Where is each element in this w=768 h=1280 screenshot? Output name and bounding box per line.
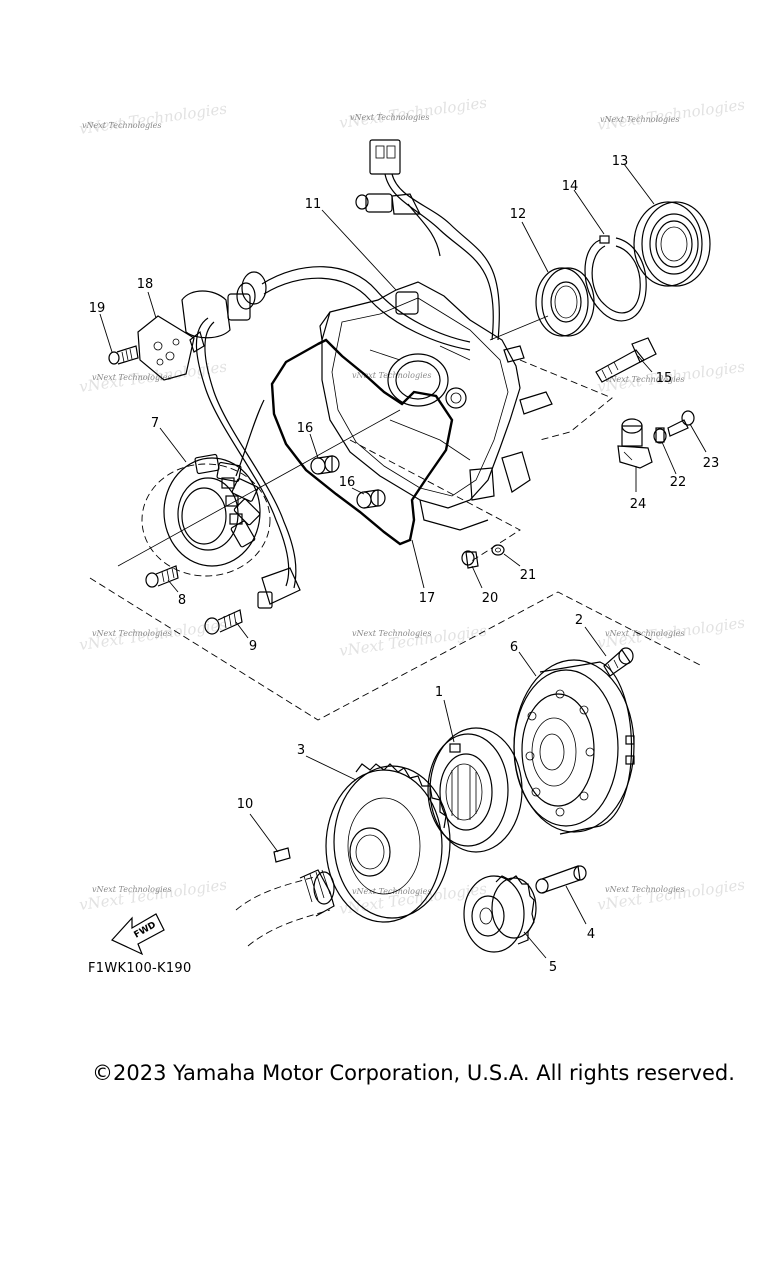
stator-group-outline — [89, 577, 701, 721]
watermark: vNext Technologies — [600, 115, 679, 124]
watermark: vNext Technologies — [92, 373, 171, 382]
woodruff-key — [273, 847, 291, 863]
watermark: vNext Technologies — [350, 113, 429, 122]
bearing — [633, 201, 711, 287]
watermark: vNext Technologies — [352, 371, 431, 380]
watermark: vNext Technologies — [605, 629, 684, 638]
watermark: vNext Technologies — [605, 375, 684, 384]
dowel-pin — [310, 455, 340, 475]
cover-gasket — [270, 338, 454, 546]
callout-13: 13 — [612, 154, 629, 169]
callout-5: 5 — [549, 960, 557, 975]
harness-connector — [369, 139, 401, 175]
shaft-pin — [535, 865, 587, 894]
grommet — [653, 427, 667, 444]
callout-11: 11 — [305, 197, 322, 212]
callout-16b: 16 — [339, 475, 356, 490]
oil-seal — [535, 267, 595, 337]
diagram-reference-code: F1WK100-K190 — [88, 961, 192, 976]
watermark: vNext Technologies — [352, 629, 431, 638]
bolt — [595, 337, 657, 383]
washer — [491, 544, 505, 556]
callout-15: 15 — [656, 371, 673, 386]
screw — [667, 410, 695, 437]
callout-19: 19 — [89, 301, 106, 316]
stator — [141, 453, 271, 577]
leader-lines — [99, 163, 707, 959]
watermark: vNext Technologies — [92, 629, 171, 638]
callout-23: 23 — [703, 456, 720, 471]
callout-1: 1 — [435, 685, 443, 700]
callout-21: 21 — [520, 568, 537, 583]
wire-harness — [181, 139, 500, 609]
bolt — [603, 647, 634, 677]
callout-7: 7 — [151, 416, 159, 431]
watermark: vNext Technologies — [92, 885, 171, 894]
bolt — [145, 565, 179, 588]
bolt — [461, 550, 479, 569]
idle-gear — [463, 875, 537, 953]
watermark: vNext Technologies — [82, 121, 161, 130]
callout-16a: 16 — [297, 421, 314, 436]
copyright-notice: ©2023 Yamaha Motor Corporation, U.S.A. A… — [92, 1061, 735, 1085]
callout-17: 17 — [419, 591, 436, 606]
watermark: vNext Technologies — [352, 887, 431, 896]
fwd-arrow-icon: FWD — [111, 913, 165, 956]
callout-22: 22 — [670, 475, 687, 490]
bolt-15-group-outline — [519, 359, 613, 441]
circlip — [584, 235, 647, 322]
callout-9: 9 — [249, 639, 257, 654]
callout-4: 4 — [587, 927, 595, 942]
watermark-ghost: vNext Technologies — [596, 875, 746, 914]
starter-wheel-gear — [325, 763, 451, 923]
cover-bolt-group-outline — [349, 439, 521, 563]
screw — [108, 345, 139, 365]
callout-10: 10 — [237, 797, 254, 812]
watermark-ghost: vNext Technologies — [78, 99, 228, 138]
starter-clutch — [427, 727, 523, 853]
callout-14: 14 — [562, 179, 579, 194]
pickup-plate — [137, 315, 205, 381]
crankshaft-end — [235, 869, 335, 947]
callout-2: 2 — [575, 613, 583, 628]
callout-6: 6 — [510, 640, 518, 655]
crankcase-cover — [319, 281, 553, 531]
callout-12: 12 — [510, 207, 527, 222]
callout-3: 3 — [297, 743, 305, 758]
callout-20: 20 — [482, 591, 499, 606]
callout-8: 8 — [178, 593, 186, 608]
bolt — [204, 609, 243, 635]
callout-labels: 1 2 3 4 5 6 7 8 9 10 11 12 13 14 15 16 1… — [89, 154, 720, 975]
watermark-ghost: vNext Technologies — [338, 621, 488, 660]
watermark: vNext Technologies — [605, 885, 684, 894]
rotor — [513, 659, 635, 835]
callout-24: 24 — [630, 497, 647, 512]
watermark-ghost: vNext Technologies — [78, 875, 228, 914]
callout-18: 18 — [137, 277, 154, 292]
sensor — [617, 418, 653, 469]
fwd-label: FWD — [133, 920, 158, 940]
dowel-pin — [356, 489, 386, 509]
